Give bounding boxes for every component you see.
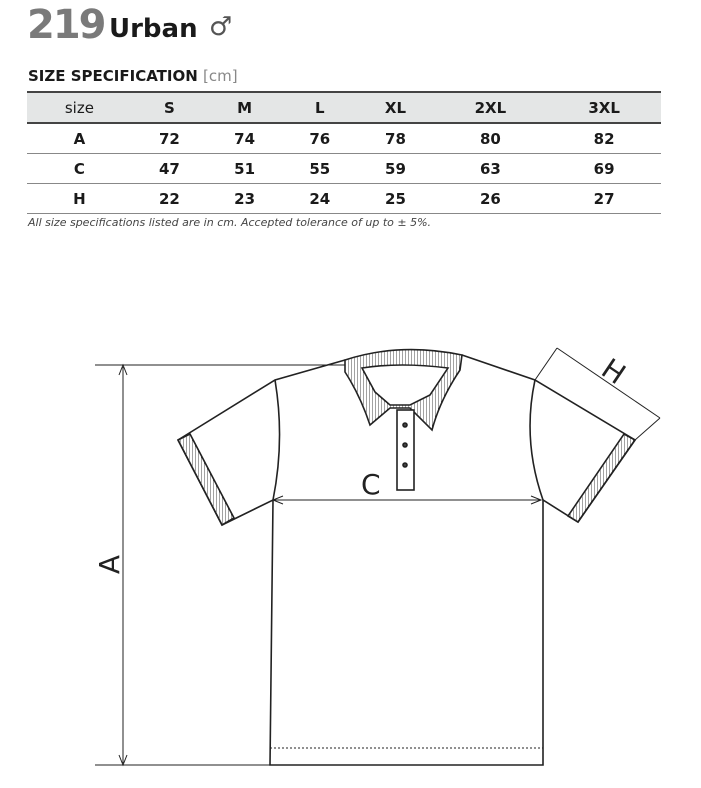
table-cell: 25 (357, 183, 434, 214)
dimension-a (95, 363, 345, 767)
spec-unit: [cm] (203, 67, 238, 85)
table-cell: C (27, 153, 132, 184)
product-number: 219 (27, 2, 106, 48)
table-cell: 22 (131, 183, 208, 214)
product-name: Urban (109, 14, 198, 44)
label-c: C (361, 468, 381, 501)
tolerance-note: All size specifications listed are in cm… (28, 216, 432, 229)
table-cell: 80 (433, 123, 548, 154)
dimension-c (271, 495, 543, 505)
table-cell: 82 (547, 123, 661, 154)
right-cuff (566, 432, 637, 524)
column-header: XL (357, 91, 434, 124)
spec-title: SIZE SPECIFICATION [cm] (28, 67, 238, 85)
male-icon: ♂ (209, 12, 233, 42)
spec-title-text: SIZE SPECIFICATION (28, 67, 198, 85)
column-header: 2XL (433, 91, 548, 124)
table-cell: 47 (131, 153, 208, 184)
table-cell: 59 (357, 153, 434, 184)
column-header: S (131, 91, 208, 124)
table-cell: 76 (282, 123, 358, 154)
table-cell: 23 (207, 183, 283, 214)
column-header: size (27, 91, 132, 124)
column-header: L (282, 91, 358, 124)
table-cell: 69 (547, 153, 661, 184)
placket (396, 409, 415, 491)
table-cell: 72 (131, 123, 208, 154)
table-cell: 78 (357, 123, 434, 154)
table-cell: A (27, 123, 132, 154)
left-cuff (176, 432, 236, 527)
table-cell: 24 (282, 183, 358, 214)
table-cell: H (27, 183, 132, 214)
label-a: A (93, 554, 127, 575)
table-cell: 63 (433, 153, 548, 184)
dimension-h (534, 347, 661, 441)
table-cell: 27 (547, 183, 661, 214)
table-cell: 55 (282, 153, 358, 184)
shirt-outline (176, 354, 637, 766)
table-cell: 74 (207, 123, 283, 154)
column-header: 3XL (547, 91, 661, 124)
table-cell: 51 (207, 153, 283, 184)
table-cell: 26 (433, 183, 548, 214)
column-header: M (207, 91, 283, 124)
